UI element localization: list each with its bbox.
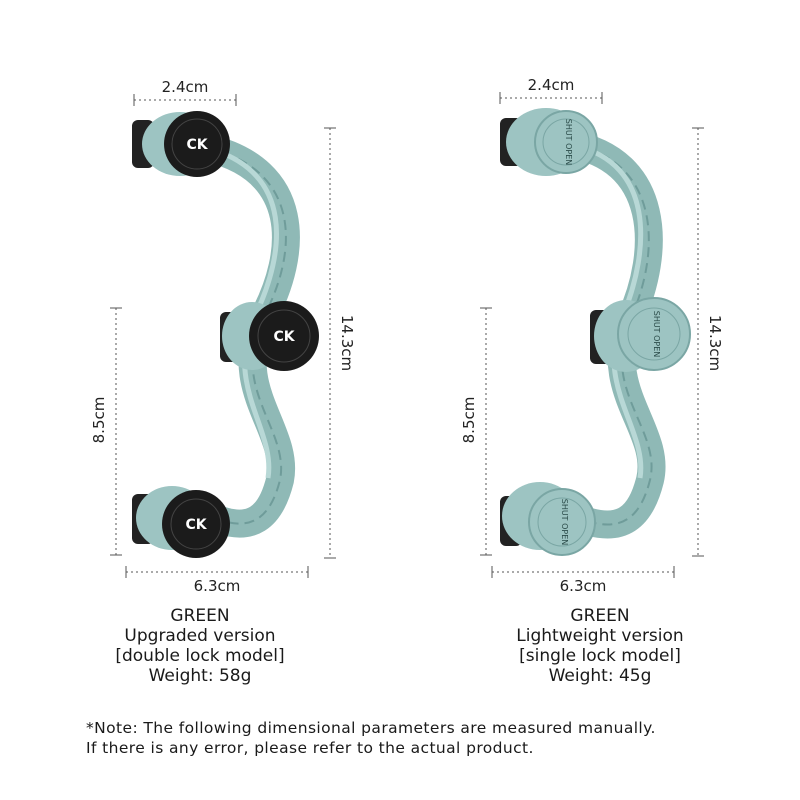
knob-label: SHUT OPEN (564, 119, 573, 166)
note-line: If there is any error, please refer to t… (86, 739, 534, 757)
knob-bottom[interactable] (162, 490, 230, 558)
knob-logo: CK (186, 137, 208, 153)
product-lightweight: 2.4cm 6.3cm 14.3cm 8.5cm SHUT OPEN SHUT … (400, 0, 800, 700)
caption-version: Upgraded version (124, 626, 276, 646)
dim-bottom-width: 6.3cm (194, 577, 241, 595)
knob-label: SHUT OPEN (652, 311, 661, 358)
product-upgraded: 2.4cm 6.3cm 14.3cm 8.5cm CK CK (0, 0, 400, 700)
knob-logo: CK (185, 517, 207, 533)
dim-total-height: 14.3cm (706, 315, 724, 371)
knob-middle[interactable] (617, 297, 691, 371)
note-line: *Note: The following dimensional paramet… (86, 719, 656, 737)
knob-label: SHUT OPEN (560, 499, 569, 546)
dim-top-width: 2.4cm (162, 78, 209, 96)
dim-bottom-width: 6.3cm (560, 577, 607, 595)
middle-clip: SHUT OPEN (590, 297, 691, 372)
dim-lower-height: 8.5cm (90, 397, 108, 444)
caption-color: GREEN (170, 606, 230, 626)
caption-model: [double lock model] (115, 646, 285, 666)
caption-version: Lightweight version (516, 626, 684, 646)
caption-weight: Weight: 45g (548, 666, 652, 686)
top-clip: SHUT OPEN (500, 108, 598, 176)
dim-total-height: 14.3cm (338, 315, 356, 371)
dim-top-width: 2.4cm (528, 76, 575, 94)
caption-model: [single lock model] (519, 646, 681, 666)
caption-lightweight: GREEN Lightweight version [single lock m… (400, 606, 800, 686)
knob-middle[interactable] (249, 301, 319, 371)
bottom-clip: CK (132, 486, 230, 558)
bottom-clip: SHUT OPEN (500, 482, 596, 556)
measurement-note: *Note: The following dimensional paramet… (86, 718, 656, 758)
product-image-single-lock: 2.4cm 6.3cm 14.3cm 8.5cm SHUT OPEN SHUT … (460, 76, 724, 595)
top-clip: CK (132, 111, 230, 177)
caption-weight: Weight: 58g (148, 666, 252, 686)
product-image-double-lock: 2.4cm 6.3cm 14.3cm 8.5cm CK CK (90, 78, 356, 595)
caption-upgraded: GREEN Upgraded version [double lock mode… (0, 606, 400, 686)
dim-lower-height: 8.5cm (460, 397, 478, 444)
middle-clip: CK (220, 301, 319, 371)
knob-top[interactable] (534, 110, 598, 174)
knob-top[interactable] (164, 111, 230, 177)
caption-color: GREEN (570, 606, 630, 626)
knob-bottom[interactable] (528, 488, 596, 556)
knob-logo: CK (273, 329, 295, 345)
